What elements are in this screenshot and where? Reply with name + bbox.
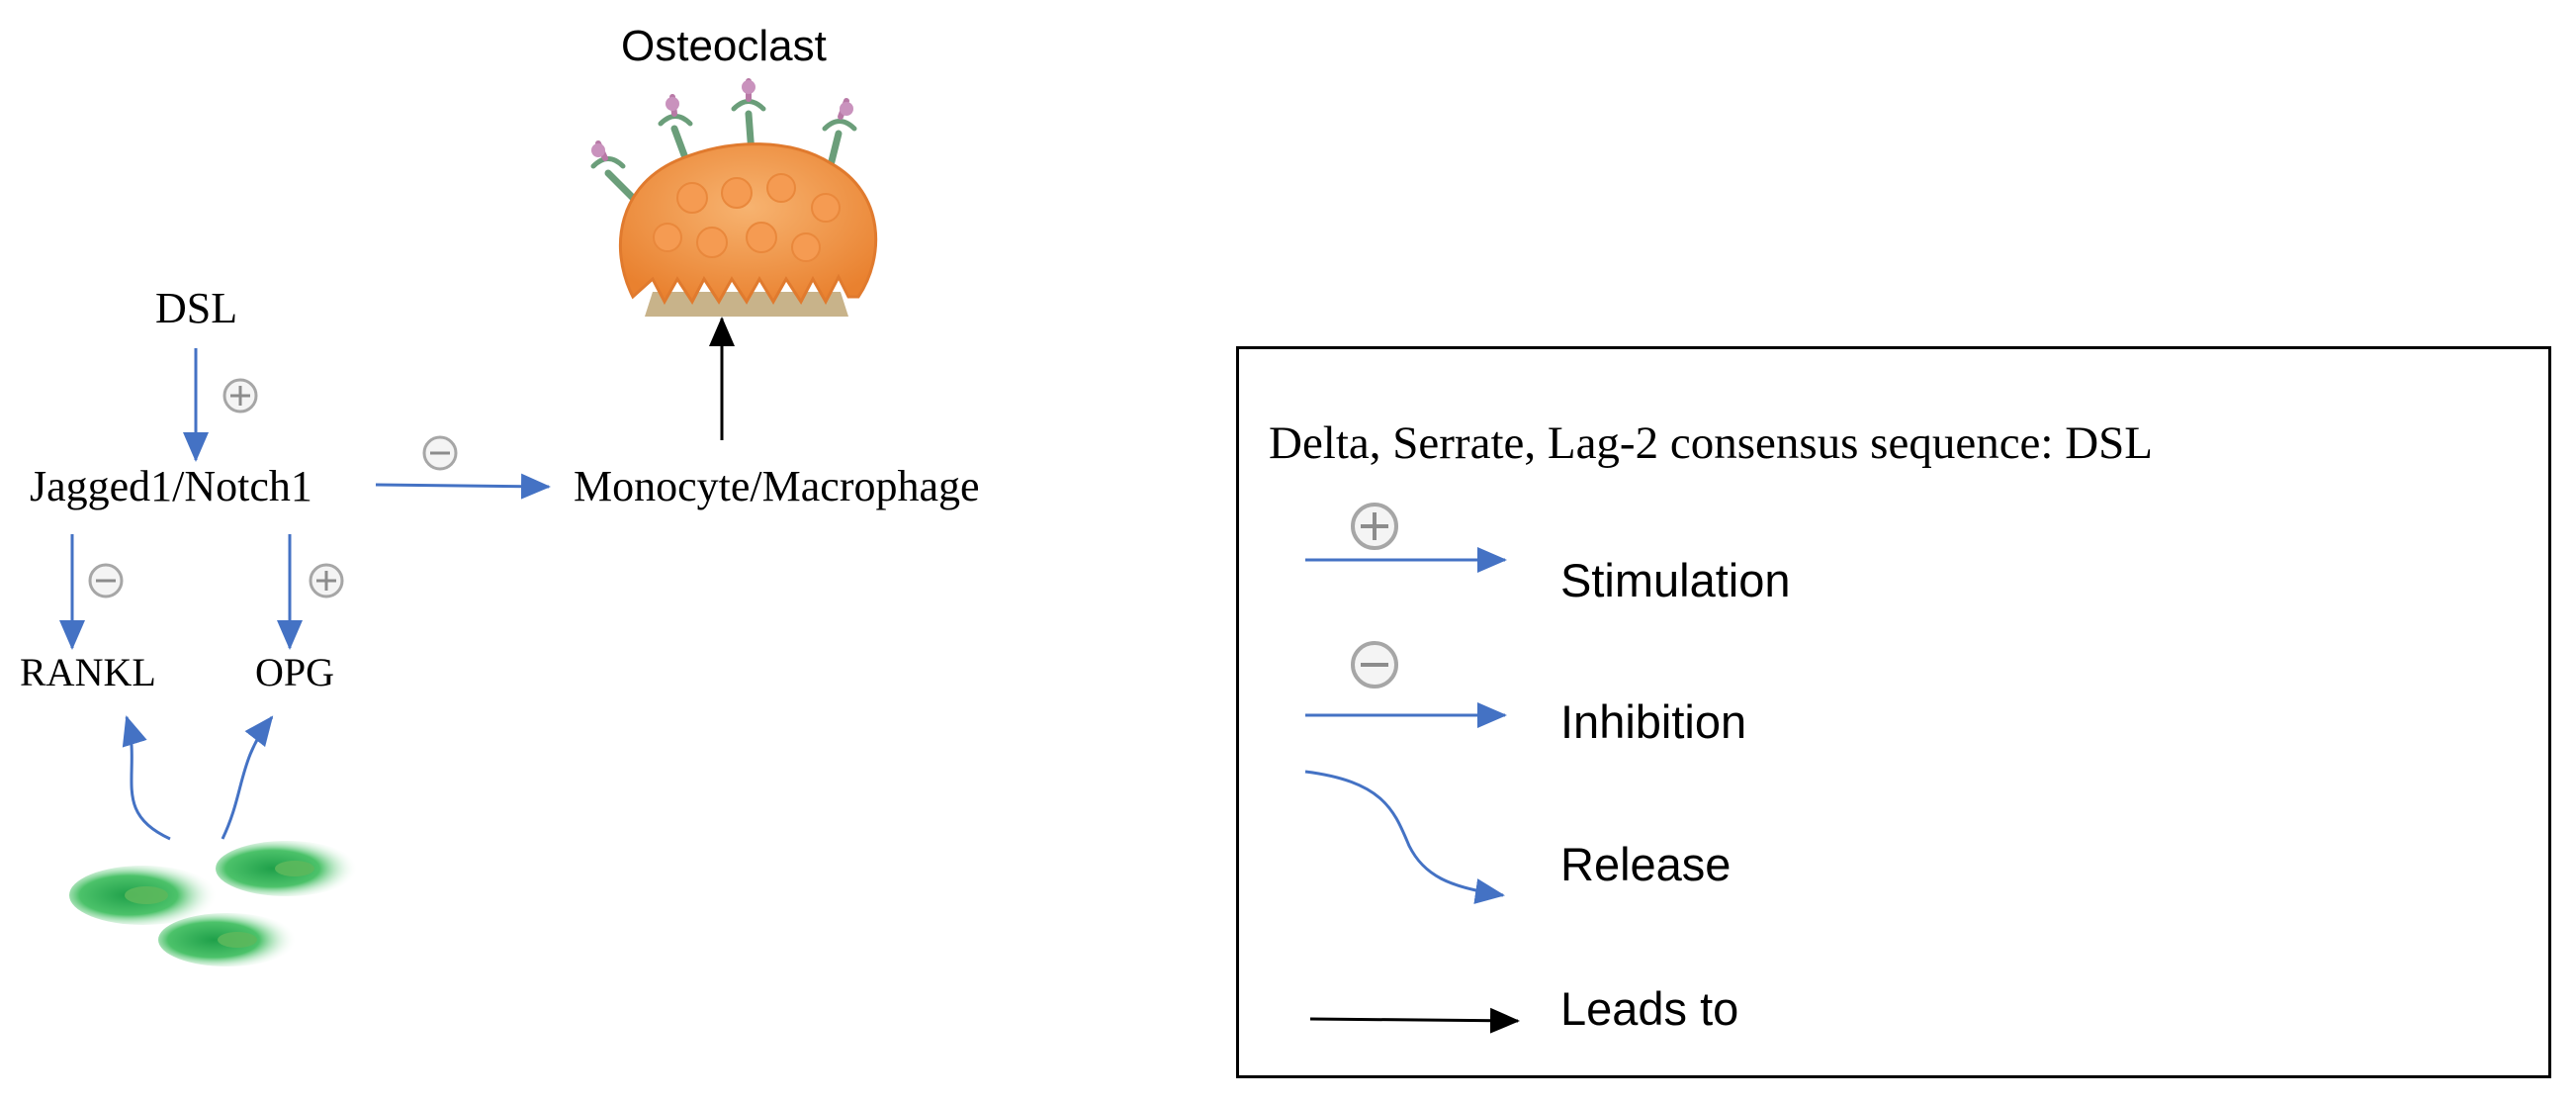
legend-leads-to-arrow bbox=[1309, 1007, 1520, 1034]
release-arrow-rankl bbox=[122, 715, 171, 841]
minus-sign-rankl bbox=[88, 563, 124, 598]
legend-label-inhibition: Inhibition bbox=[1560, 695, 1747, 748]
osteoclast-body bbox=[619, 142, 878, 306]
node-jagged-notch: Jagged1/Notch1 bbox=[30, 462, 312, 510]
node-dsl: DSL bbox=[155, 284, 238, 332]
inhibition-arrow-jagged-monocyte bbox=[375, 473, 551, 500]
osteoblast-cells bbox=[69, 841, 358, 966]
release-arrow-opg bbox=[221, 715, 274, 840]
node-rankl: RANKL bbox=[20, 650, 156, 694]
legend-header: Delta, Serrate, Lag-2 consensus sequence… bbox=[1269, 417, 2154, 469]
osteoclast-illustration bbox=[590, 78, 878, 317]
node-opg: OPG bbox=[255, 650, 335, 694]
osteoclast-title: Osteoclast bbox=[621, 22, 827, 70]
node-monocyte-macrophage: Monocyte/Macrophage bbox=[574, 462, 980, 510]
legend-graphics bbox=[1304, 503, 1520, 1034]
legend-plus-sign bbox=[1351, 503, 1398, 550]
legend-release-arrow bbox=[1304, 770, 1505, 904]
plus-sign-dsl bbox=[222, 378, 258, 414]
osteoclast-nuclei bbox=[653, 173, 841, 262]
legend-box bbox=[1236, 346, 2551, 1078]
legend-label-stimulation: Stimulation bbox=[1560, 554, 1791, 606]
legend-minus-sign bbox=[1351, 641, 1398, 689]
legend-label-leads-to: Leads to bbox=[1560, 982, 1739, 1035]
minus-sign-monocyte bbox=[422, 435, 458, 471]
legend-label-release: Release bbox=[1560, 838, 1732, 890]
plus-sign-opg bbox=[309, 563, 344, 598]
